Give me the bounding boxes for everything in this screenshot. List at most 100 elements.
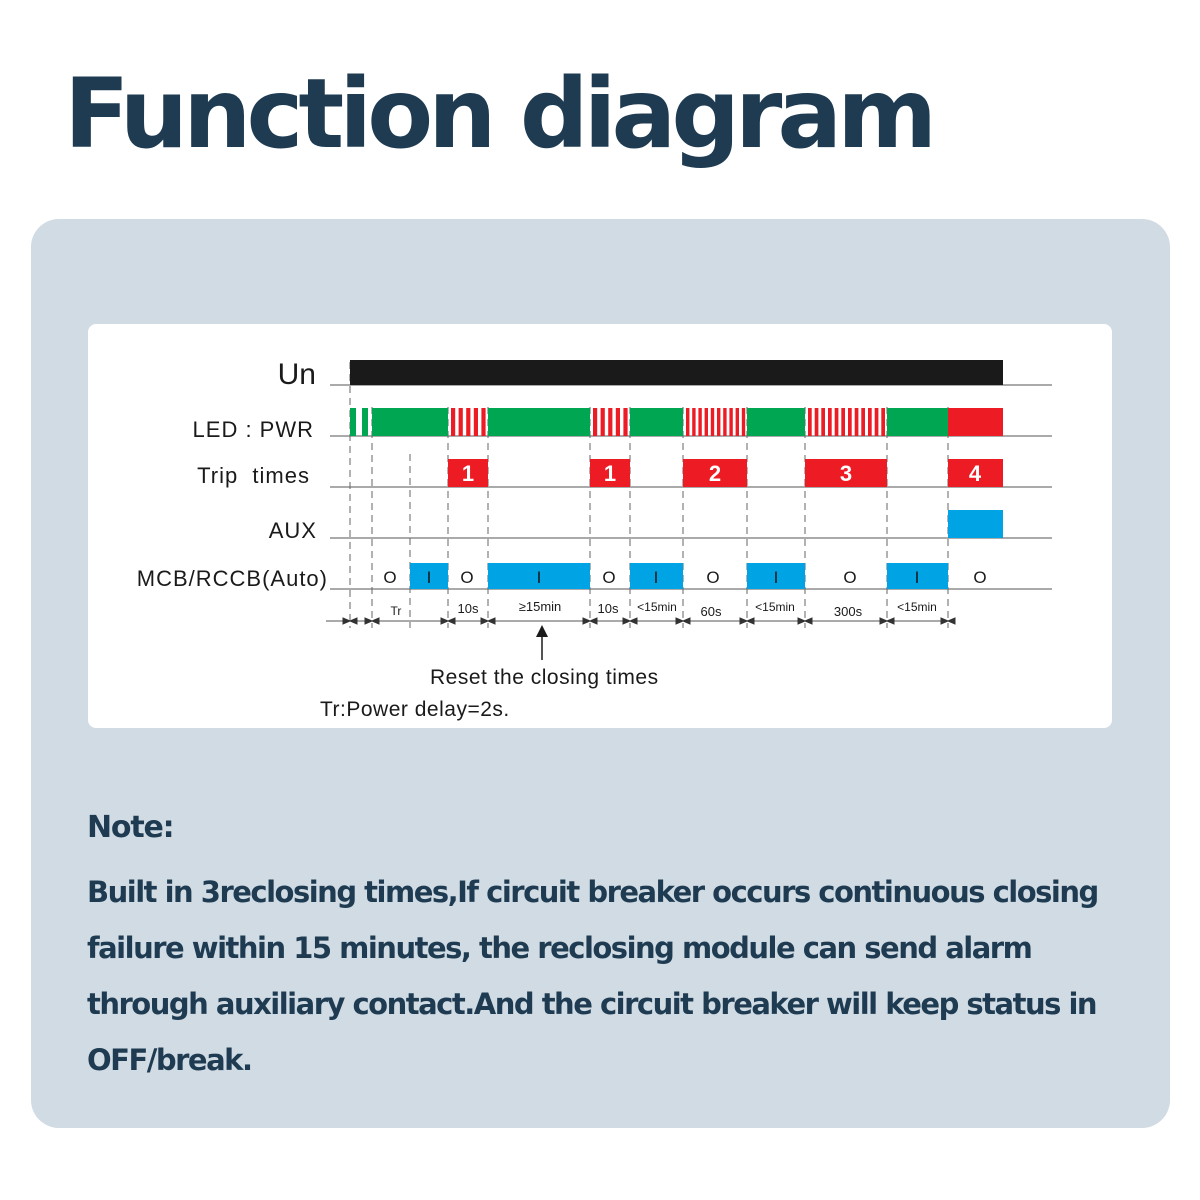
timing-arrow-mark bbox=[675, 617, 685, 625]
trip-label: 1 bbox=[604, 461, 616, 486]
row-label-un: Un bbox=[278, 358, 316, 391]
mcb-state: I bbox=[654, 568, 659, 587]
led-flash-bar bbox=[808, 408, 812, 436]
timing-arrow-mark bbox=[480, 617, 490, 625]
timing-arrow-mark bbox=[486, 617, 496, 625]
timing-arrow-mark bbox=[628, 617, 638, 625]
led-flash-bar bbox=[828, 408, 832, 436]
led-flash-bar bbox=[458, 408, 463, 436]
mcb-state: I bbox=[427, 568, 432, 587]
timing-arrow-mark bbox=[885, 617, 895, 625]
led-flash-bar bbox=[741, 408, 746, 436]
timing-arrow-mark bbox=[739, 617, 749, 625]
led-flash-bar bbox=[834, 408, 839, 436]
mcb-state: O bbox=[602, 568, 615, 587]
timing-arrow-mark bbox=[440, 617, 450, 625]
timing-label: <15min bbox=[637, 600, 677, 614]
led-flash-bar bbox=[692, 408, 696, 436]
led-on-segment bbox=[488, 408, 590, 436]
timing-label: <15min bbox=[755, 600, 795, 614]
timing-arrow-mark bbox=[582, 617, 592, 625]
led-flash-bar bbox=[717, 408, 721, 436]
led-flash-bar bbox=[861, 408, 865, 436]
mcb-on-segment bbox=[747, 563, 805, 589]
un-power-bar bbox=[350, 360, 1003, 385]
led-flash-bar bbox=[615, 408, 620, 436]
mcb-state: O bbox=[460, 568, 473, 587]
led-flash-bar bbox=[874, 408, 879, 436]
trip-box bbox=[448, 459, 488, 487]
mcb-on-segment bbox=[630, 563, 683, 589]
note-title: Note: bbox=[87, 810, 175, 845]
timing-label: Tr bbox=[391, 604, 402, 618]
led-blink-segment bbox=[362, 408, 368, 436]
led-flash-bar bbox=[723, 408, 727, 436]
trip-row: 1 1 2 3 4 bbox=[448, 459, 1003, 487]
led-flash-bar bbox=[623, 408, 628, 436]
mcb-state: O bbox=[973, 568, 986, 587]
led-flash-bar bbox=[466, 408, 471, 436]
timing-label: 10s bbox=[598, 601, 619, 616]
trip-box bbox=[805, 459, 887, 487]
led-flash-bar bbox=[600, 408, 605, 436]
timing-label: <15min bbox=[897, 600, 937, 614]
led-flash-bar bbox=[868, 408, 872, 436]
mcb-on-segment bbox=[488, 563, 590, 589]
reset-arrow bbox=[536, 625, 548, 660]
timing-label: 60s bbox=[701, 604, 722, 619]
led-row bbox=[350, 408, 1003, 436]
mcb-state: I bbox=[915, 568, 920, 587]
power-delay-footnote: Tr:Power delay=2s. bbox=[320, 698, 510, 721]
led-on-segment bbox=[630, 408, 683, 436]
mcb-on-segment bbox=[887, 563, 948, 589]
led-flash-bar bbox=[608, 408, 613, 436]
row-label-aux: AUX bbox=[269, 518, 317, 543]
trip-box bbox=[683, 459, 747, 487]
trip-box bbox=[948, 459, 1003, 487]
aux-alarm-bar bbox=[948, 510, 1003, 538]
led-fault-segment bbox=[948, 408, 1003, 436]
timing-label: 300s bbox=[834, 604, 863, 619]
led-flash-bar bbox=[704, 408, 708, 436]
reset-annotation: Reset the closing times bbox=[430, 666, 659, 689]
function-diagram: Un LED : PWR Trip times AUX MCB/RCCB(Aut… bbox=[88, 324, 1112, 728]
led-flash-bar bbox=[848, 408, 852, 436]
led-flash-bar bbox=[698, 408, 702, 436]
timing-arrow-mark bbox=[446, 617, 456, 625]
page-title: Function diagram bbox=[64, 58, 937, 170]
timing-arrow-mark bbox=[622, 617, 632, 625]
led-flash-bar bbox=[881, 408, 885, 436]
timing-arrow-mark bbox=[879, 617, 889, 625]
timing-diagram-svg: Un LED : PWR Trip times AUX MCB/RCCB(Aut… bbox=[137, 358, 1052, 721]
timing-arrow-mark bbox=[681, 617, 691, 625]
led-flash-bar bbox=[481, 408, 486, 436]
mcb-state: O bbox=[843, 568, 856, 587]
trip-label: 4 bbox=[969, 461, 982, 486]
led-flash-bar bbox=[473, 408, 478, 436]
timing-arrow-mark bbox=[797, 617, 807, 625]
led-flash-bar bbox=[686, 408, 690, 436]
led-on-segment bbox=[372, 408, 448, 436]
led-flash-bar bbox=[735, 408, 739, 436]
mcb-on-segment bbox=[410, 563, 448, 589]
led-flash-bar bbox=[814, 408, 819, 436]
trip-box bbox=[590, 459, 630, 487]
led-blink-segment bbox=[350, 408, 356, 436]
trip-label: 3 bbox=[840, 461, 852, 486]
timing-arrow-mark bbox=[940, 617, 950, 625]
trip-label: 1 bbox=[462, 461, 474, 486]
note-section: Note: Built in 3reclosing times,If circu… bbox=[87, 808, 1157, 1088]
timing-arrow-mark bbox=[588, 617, 598, 625]
timing-label: ≥15min bbox=[519, 599, 562, 614]
led-flash-group bbox=[686, 408, 746, 436]
led-flash-bar bbox=[710, 408, 715, 436]
led-flash-bar bbox=[451, 408, 456, 436]
led-flash-bar bbox=[854, 408, 859, 436]
led-flash-group bbox=[451, 408, 486, 436]
timing-arrow-mark bbox=[946, 617, 956, 625]
led-flash-bar bbox=[821, 408, 825, 436]
timing-arrow-mark bbox=[348, 617, 358, 625]
timing-arrow-mark bbox=[370, 617, 380, 625]
timing-arrow-mark bbox=[342, 617, 352, 625]
mcb-state: I bbox=[774, 568, 779, 587]
